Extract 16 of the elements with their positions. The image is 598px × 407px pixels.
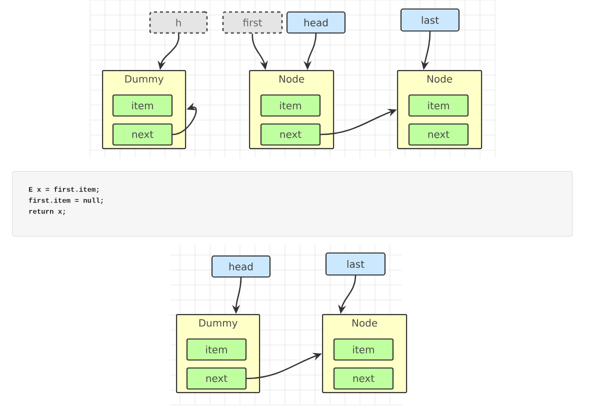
field-box: next [408, 123, 469, 146]
pointer-box: head [211, 255, 271, 278]
field-box: next [186, 367, 247, 390]
variable-box: first [222, 11, 283, 34]
field-box: item [260, 94, 321, 117]
variable-box: h [149, 11, 208, 34]
field-box: next [333, 367, 394, 390]
field-box: item [186, 338, 247, 361]
pointer-box: head [286, 11, 346, 34]
field-box: item [112, 94, 173, 117]
field-box: item [408, 94, 469, 117]
field-box: next [260, 123, 321, 146]
pointer-box: last [325, 252, 386, 276]
field-box: next [112, 123, 173, 146]
pointer-box: last [400, 8, 460, 32]
field-box: item [333, 338, 394, 361]
